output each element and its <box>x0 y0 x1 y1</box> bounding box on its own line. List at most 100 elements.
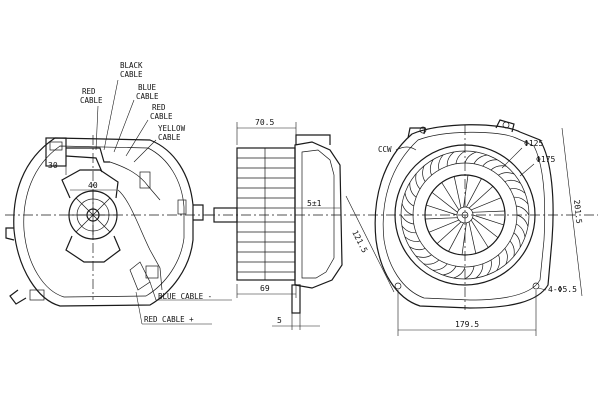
dim-201-5-text: 201.5 <box>572 199 583 224</box>
wire-harness-upper <box>66 147 110 163</box>
cable-clip-top <box>139 171 151 189</box>
fan-blade <box>509 188 526 194</box>
ccw-arrow <box>395 146 417 151</box>
middle-side-view: 70.5 5±1 69 <box>205 118 348 330</box>
red-cable-mid-label-2: CABLE <box>150 112 173 121</box>
fan-blade <box>438 154 444 171</box>
motor-bracket-top <box>61 169 119 199</box>
wire-harness-lower <box>65 155 103 173</box>
fan-blade <box>404 192 414 207</box>
internal-cable <box>117 189 163 291</box>
dim-holes-text: 4-Φ5.5 <box>548 285 577 294</box>
dim-70-5-text: 70.5 <box>255 118 274 127</box>
yellow-cable-label-2: CABLE <box>158 133 181 142</box>
dim-d125-text: Φ125 <box>524 139 543 148</box>
fan-blade <box>453 266 466 279</box>
dim-5pm1-text: 5±1 <box>307 199 322 208</box>
cable-clip-bottom <box>145 265 159 279</box>
fan-blade <box>498 172 515 176</box>
fan-blade <box>482 159 498 167</box>
dim-40-text: 40 <box>88 181 98 190</box>
hub-spoke <box>428 219 460 233</box>
fan-blade <box>516 214 529 227</box>
red-cable-plus-label: RED CABLE + <box>144 315 194 324</box>
bottom-left-bracket <box>29 289 45 301</box>
hub-spoke <box>470 197 502 211</box>
fan-blade <box>409 246 426 251</box>
housing-inner-outline <box>23 145 185 298</box>
right-fan-view: CCW Φ125 Φ175 201.5 121.5 179.5 4-Φ5.5 <box>345 119 598 336</box>
fan-blade <box>504 248 508 265</box>
connector-block <box>45 137 67 167</box>
black-cable-label-1: BLACK <box>120 61 143 70</box>
hub-spokes <box>425 175 505 255</box>
dim-30-text: 30 <box>48 161 58 170</box>
dim-121-5-line <box>345 195 395 293</box>
red-cable-top-leader <box>95 105 99 151</box>
bottom-terminal <box>291 284 301 314</box>
dim-5-text: 5 <box>277 316 282 325</box>
hub-spoke <box>463 175 469 208</box>
fan-blade <box>423 259 440 265</box>
fan-blade <box>429 159 434 176</box>
blue-cable-top-leader <box>113 99 135 153</box>
red-cable-top-label-1: RED <box>82 87 96 96</box>
mount-hole-4 <box>502 121 510 129</box>
hub-spoke <box>436 221 462 244</box>
fan-blade <box>475 263 484 279</box>
fan-hub-ring <box>424 174 506 256</box>
fan-blade <box>404 236 421 242</box>
motor-bracket-bottom <box>65 235 121 263</box>
fan-blade <box>473 154 488 164</box>
red-cable-plus-leader <box>135 291 143 325</box>
shaft-stub <box>213 207 238 223</box>
dim-179-5-text: 179.5 <box>455 320 479 329</box>
fan-blade <box>504 179 521 184</box>
hub-spoke <box>461 222 467 255</box>
fan-blade-lines <box>237 157 295 273</box>
hub-spoke <box>426 204 458 216</box>
fan-blade <box>496 254 501 271</box>
fan-blades <box>400 150 530 280</box>
right-housing-outline <box>374 124 554 309</box>
internal-cable-2 <box>109 161 161 201</box>
housing-outline <box>13 137 194 307</box>
dim-d175-text: Φ175 <box>536 155 555 164</box>
fan-blade <box>455 150 466 164</box>
fan-blade <box>415 173 421 190</box>
red-cable-top-label-2: CABLE <box>80 96 103 105</box>
hub-spoke <box>472 214 504 226</box>
fan-blade <box>513 196 529 205</box>
hub-spoke <box>470 219 489 248</box>
motor-can <box>294 141 343 289</box>
left-front-view: 30 40 BLACK CABLE RED CABLE BLUE CABLE R… <box>5 61 232 325</box>
fan-blade <box>464 151 477 164</box>
motor-can-inner <box>301 149 335 279</box>
hub-spoke <box>472 210 505 213</box>
hub-spoke <box>468 186 494 209</box>
left-tab <box>5 227 15 241</box>
right-clip <box>177 199 187 215</box>
fan-blade <box>509 240 515 257</box>
blue-cable-minus-label: BLUE CABLE - <box>158 292 212 301</box>
hub-spoke <box>472 217 499 238</box>
fan-blade <box>401 225 417 234</box>
black-cable-leader <box>103 79 119 151</box>
fan-blade <box>513 232 521 248</box>
red-cable-mid-label-1: RED <box>152 103 166 112</box>
hub-spoke <box>425 217 458 220</box>
yellow-cable-leader <box>133 139 157 163</box>
right-tab <box>193 204 204 221</box>
fan-blade <box>432 263 448 271</box>
hub-spoke <box>468 221 477 254</box>
fan-blade <box>486 259 492 276</box>
fan-blade <box>415 254 432 258</box>
hub-spoke <box>448 222 464 252</box>
fan-blade <box>446 151 455 167</box>
fan-blade <box>442 266 457 276</box>
connector-pin-slot <box>49 141 63 151</box>
mount-hole-3 <box>419 126 427 134</box>
motor-top-flange <box>295 134 331 145</box>
dim-holes-leader <box>537 287 547 291</box>
